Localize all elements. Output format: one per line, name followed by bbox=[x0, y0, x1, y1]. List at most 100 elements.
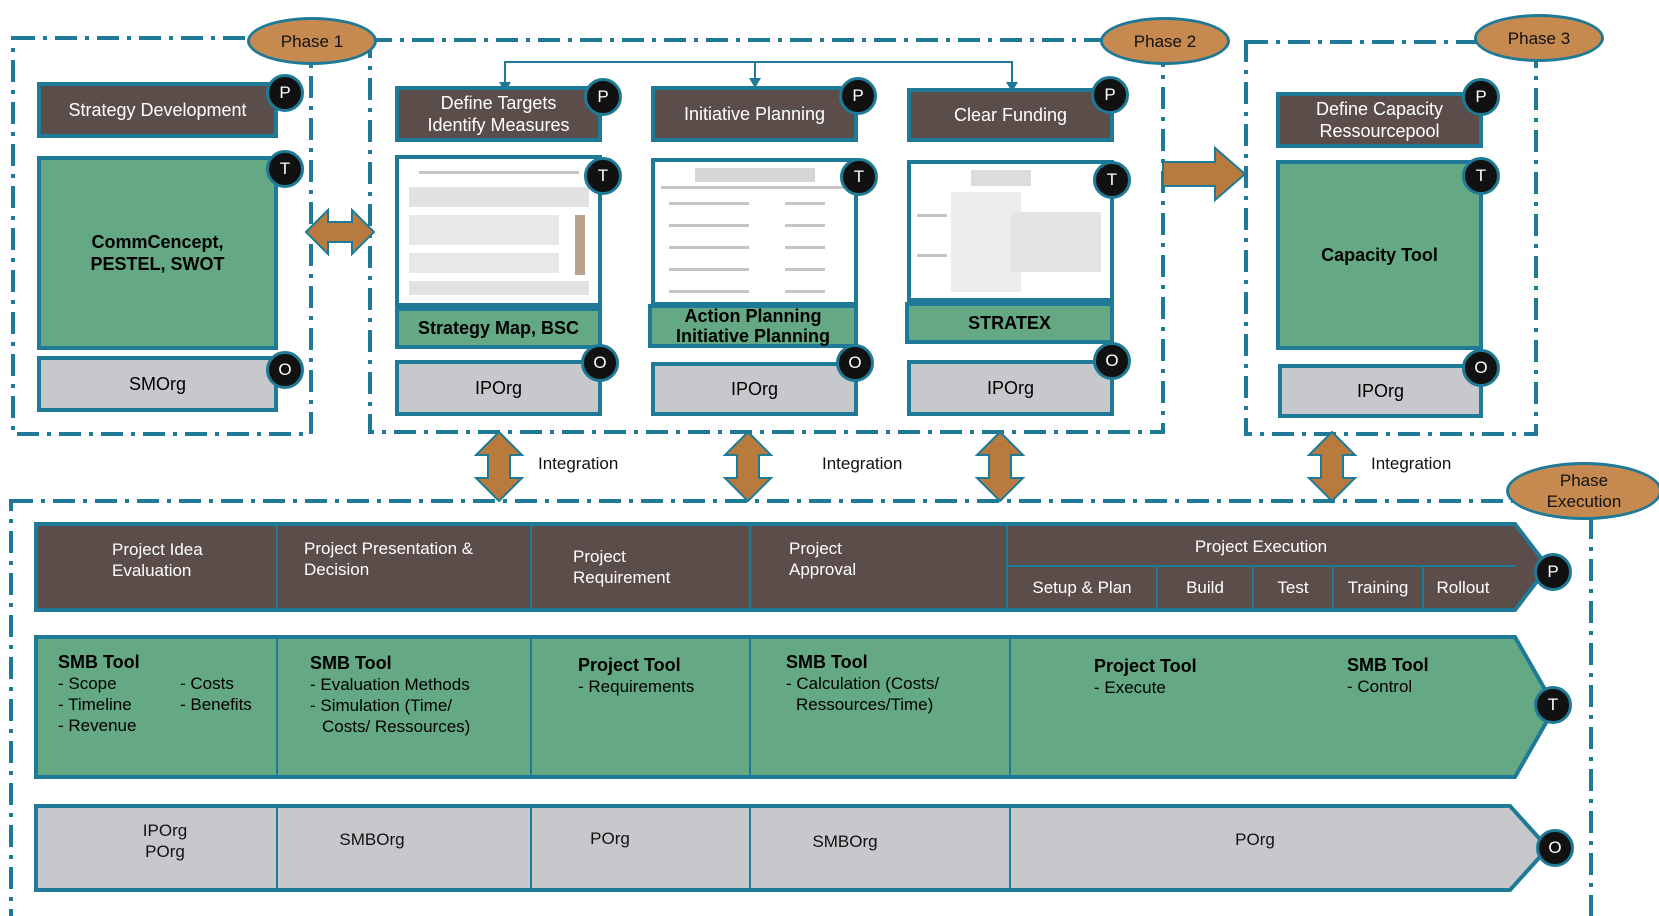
p-badge: P bbox=[1091, 76, 1129, 114]
exec-tool-seg1: SMB Tool - Scope - Timeline - Revenue bbox=[58, 652, 140, 736]
strategy-map-tool-box: Strategy Map, BSC bbox=[395, 307, 602, 349]
define-targets-org-box: IPOrg bbox=[395, 360, 602, 416]
exec-tool-seg3: Project Tool - Requirements bbox=[578, 655, 694, 697]
phase-execution-line1: Phase bbox=[1559, 471, 1609, 490]
exec-org-seg4: SMBOrg bbox=[812, 832, 878, 851]
p-badge: P bbox=[1534, 553, 1572, 591]
p-badge: P bbox=[584, 78, 622, 116]
o-badge: O bbox=[1536, 829, 1574, 867]
integration-arrow-2 bbox=[722, 430, 774, 503]
exec-org-seg1: IPOrg POrg bbox=[120, 820, 210, 862]
exec-tool-item: - Costs bbox=[180, 674, 234, 693]
t-badge: T bbox=[1534, 686, 1572, 724]
exec-process-line: Project bbox=[573, 547, 626, 566]
phase2-connector bbox=[504, 61, 1013, 88]
clear-funding-org-label: IPOrg bbox=[986, 377, 1034, 398]
initiative-planning-org-box: IPOrg bbox=[651, 362, 858, 416]
stratex-tool-label: STRATEX bbox=[968, 313, 1051, 333]
exec-substep-training: Training bbox=[1347, 578, 1409, 597]
exec-tool-item: - Execute bbox=[1094, 678, 1166, 697]
clear-funding-label: Clear Funding bbox=[953, 105, 1068, 125]
exec-substep-build: Build bbox=[1186, 578, 1224, 597]
action-planning-tool-box: Action Planning Initiative Planning bbox=[648, 304, 858, 348]
phase2-phase3-arrow bbox=[1162, 145, 1247, 203]
integration-arrow-1 bbox=[473, 430, 525, 503]
action-planning-line1: Action Planning bbox=[684, 306, 822, 326]
strategy-map-thumbnail bbox=[395, 155, 602, 307]
exec-tool-item: - Scope bbox=[58, 674, 117, 693]
exec-org-item: POrg bbox=[145, 842, 185, 861]
integration-label-2: Integration bbox=[822, 454, 903, 473]
exec-tool-title: Project Tool bbox=[1094, 656, 1197, 676]
phase1-tool-box: CommCencept, PESTEL, SWOT bbox=[37, 156, 278, 350]
exec-substep-setup: Setup & Plan bbox=[1032, 578, 1132, 597]
t-badge: T bbox=[584, 157, 622, 195]
strategy-development-label: Strategy Development bbox=[68, 100, 247, 120]
exec-tool-item: - Simulation (Time/ bbox=[310, 696, 453, 715]
exec-tool-item: - Calculation (Costs/ bbox=[786, 674, 940, 693]
exec-process-line: Project Presentation & bbox=[304, 539, 474, 558]
phase-3-label: Phase 3 bbox=[1474, 14, 1604, 62]
exec-tool-title: SMB Tool bbox=[58, 652, 140, 672]
exec-tool-seg5b: SMB Tool - Control bbox=[1347, 655, 1429, 697]
exec-tool-item: - Requirements bbox=[578, 677, 695, 696]
o-badge: O bbox=[581, 344, 619, 382]
t-badge: T bbox=[840, 158, 878, 196]
phase1-tool-line2: PESTEL, SWOT bbox=[90, 254, 225, 274]
exec-org-seg3: POrg bbox=[590, 829, 630, 848]
exec-org-item: IPOrg bbox=[142, 821, 188, 840]
execution-org-band bbox=[34, 804, 1551, 892]
clear-funding-box: Clear Funding bbox=[907, 88, 1114, 142]
exec-substep-rollout: Rollout bbox=[1436, 578, 1490, 597]
exec-process-requirement: Project Requirement bbox=[573, 546, 670, 588]
strategy-development-box: Strategy Development bbox=[37, 82, 278, 138]
phase-1-label: Phase 1 bbox=[247, 17, 377, 65]
exec-process-approval: Project Approval bbox=[789, 538, 856, 580]
exec-tool-title: Project Tool bbox=[578, 655, 681, 675]
define-capacity-box: Define Capacity Ressourcepool bbox=[1276, 92, 1483, 148]
o-badge: O bbox=[1093, 342, 1131, 380]
exec-process-execution-header: Project Execution bbox=[1194, 537, 1328, 556]
p-badge: P bbox=[266, 74, 304, 112]
integration-arrow-4 bbox=[1306, 430, 1358, 503]
strategy-map-tool-label: Strategy Map, BSC bbox=[417, 318, 580, 338]
o-badge: O bbox=[836, 344, 874, 382]
o-badge: O bbox=[266, 351, 304, 389]
integration-label-1: Integration bbox=[538, 454, 619, 473]
phase-execution-line2: Execution bbox=[1546, 492, 1622, 511]
initiative-planning-org-label: IPOrg bbox=[730, 378, 778, 399]
exec-process-idea-evaluation: Project Idea Evaluation bbox=[112, 539, 203, 581]
exec-process-line: Requirement bbox=[573, 568, 671, 587]
phase1-org-label: SMOrg bbox=[128, 373, 186, 394]
exec-process-line: Project Idea bbox=[112, 540, 203, 559]
stratex-thumbnail bbox=[907, 160, 1114, 302]
exec-tool-title: SMB Tool bbox=[1347, 655, 1429, 675]
define-targets-line2: Identify Measures bbox=[427, 115, 570, 135]
phase1-phase2-double-arrow bbox=[304, 207, 376, 257]
exec-process-line: Approval bbox=[789, 560, 857, 579]
execution-frame bbox=[9, 499, 1593, 916]
capacity-tool-label: Capacity Tool bbox=[1321, 245, 1438, 265]
phase1-tool-line1: CommCencept, bbox=[91, 232, 224, 252]
execution-process-band bbox=[34, 522, 1551, 612]
exec-process-line: Project bbox=[789, 539, 842, 558]
define-targets-org-label: IPOrg bbox=[474, 377, 522, 398]
exec-tool-seg4: SMB Tool - Calculation (Costs/ Ressource… bbox=[786, 652, 939, 715]
t-badge: T bbox=[266, 150, 304, 188]
exec-tool-item: Costs/ Ressources) bbox=[322, 717, 471, 736]
exec-org-seg2: SMBOrg bbox=[339, 830, 405, 849]
exec-tool-item: Ressources/Time) bbox=[796, 695, 934, 714]
phase3-org-box: IPOrg bbox=[1278, 364, 1483, 418]
execution-tool-band bbox=[34, 635, 1558, 779]
p-badge: P bbox=[1462, 78, 1500, 116]
exec-tool-seg2: SMB Tool - Evaluation Methods - Simulati… bbox=[310, 653, 470, 737]
exec-tool-item: - Evaluation Methods bbox=[310, 675, 470, 694]
define-targets-line1: Define Targets bbox=[440, 93, 557, 113]
exec-tool-item: - Benefits bbox=[180, 695, 252, 714]
clear-funding-org-box: IPOrg bbox=[907, 360, 1114, 416]
exec-substep-test: Test bbox=[1277, 578, 1309, 597]
initiative-planning-box: Initiative Planning bbox=[651, 86, 858, 142]
action-planning-thumbnail bbox=[651, 158, 858, 306]
exec-tool-item: - Timeline bbox=[58, 695, 132, 714]
exec-tool-title: SMB Tool bbox=[310, 653, 392, 673]
